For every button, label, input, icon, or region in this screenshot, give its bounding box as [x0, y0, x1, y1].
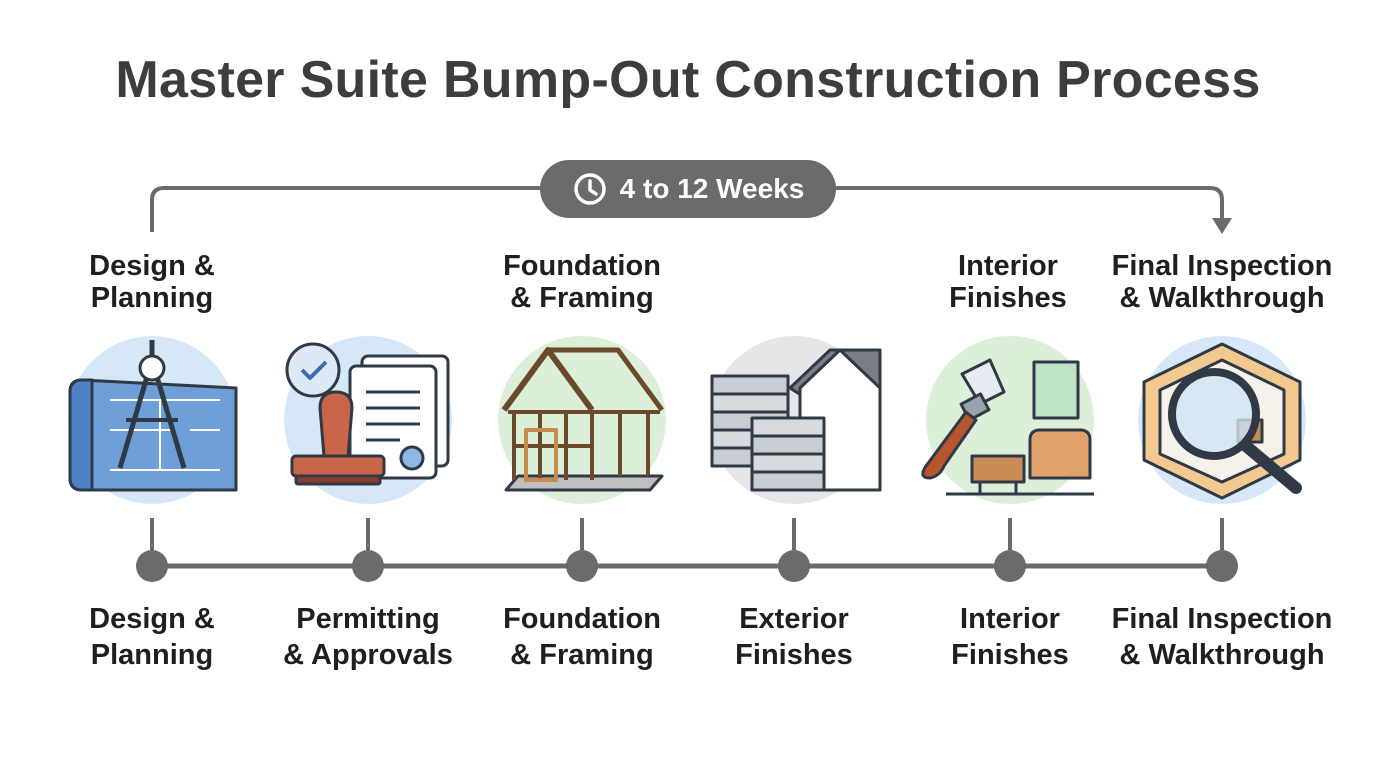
- timeline-node-4: [778, 550, 810, 582]
- top-label-foundation: Foundation & Framing: [462, 250, 702, 314]
- label-line: & Framing: [510, 282, 654, 314]
- label-line: Finishes: [735, 639, 853, 671]
- label-line: Finishes: [951, 639, 1069, 671]
- top-label-interior: Interior Finishes: [888, 250, 1128, 314]
- blueprint-compass-icon: [68, 340, 238, 492]
- step-label-3: Foundation & Framing: [462, 601, 702, 673]
- clock-icon: [573, 173, 606, 205]
- label-line: Foundation: [503, 250, 661, 282]
- label-line: Design &: [89, 603, 215, 635]
- label-line: Planning: [90, 639, 214, 671]
- top-label-final: Final Inspection & Walkthrough: [1102, 250, 1342, 314]
- label-line: & Walkthrough: [1119, 282, 1325, 314]
- label-line: Final Inspection: [1111, 250, 1333, 282]
- step-label-6: Final Inspection & Walkthrough: [1102, 601, 1342, 673]
- duration-badge: 4 to 12 Weeks: [540, 160, 836, 218]
- label-line: Foundation: [503, 603, 661, 635]
- page-title: Master Suite Bump-Out Construction Proce…: [115, 51, 1261, 109]
- label-line: Finishes: [949, 282, 1067, 314]
- magnifier-room-icon: [1142, 342, 1302, 500]
- step-label-5: Interior Finishes: [890, 601, 1130, 673]
- label-line: & Walkthrough: [1119, 639, 1325, 671]
- timeline-node-2: [352, 550, 384, 582]
- timeline-node-5: [994, 550, 1026, 582]
- label-line: Permitting: [296, 603, 440, 635]
- label-line: Design &: [89, 250, 215, 282]
- label-line: Interior: [960, 603, 1060, 635]
- siding-roof-icon: [710, 348, 882, 492]
- paintbrush-furniture-icon: [921, 358, 1094, 496]
- top-label-design: Design & Planning: [32, 250, 272, 314]
- stamp-document-icon: [285, 342, 450, 486]
- label-line: Exterior: [739, 603, 849, 635]
- step-label-1: Design & Planning: [32, 601, 272, 673]
- duration-label: 4 to 12 Weeks: [619, 173, 805, 204]
- timeline-node-6: [1206, 550, 1238, 582]
- duration-arrow-icon: [1212, 218, 1232, 234]
- label-line: & Framing: [510, 639, 654, 671]
- label-line: & Approvals: [283, 639, 453, 671]
- timeline-node-3: [566, 550, 598, 582]
- timeline-node-1: [136, 550, 168, 582]
- house-frame-icon: [501, 347, 665, 492]
- label-line: Final Inspection: [1111, 603, 1333, 635]
- label-line: Interior: [958, 250, 1058, 282]
- step-label-4: Exterior Finishes: [674, 601, 914, 673]
- label-line: Planning: [90, 282, 214, 314]
- step-label-2: Permitting & Approvals: [248, 601, 488, 673]
